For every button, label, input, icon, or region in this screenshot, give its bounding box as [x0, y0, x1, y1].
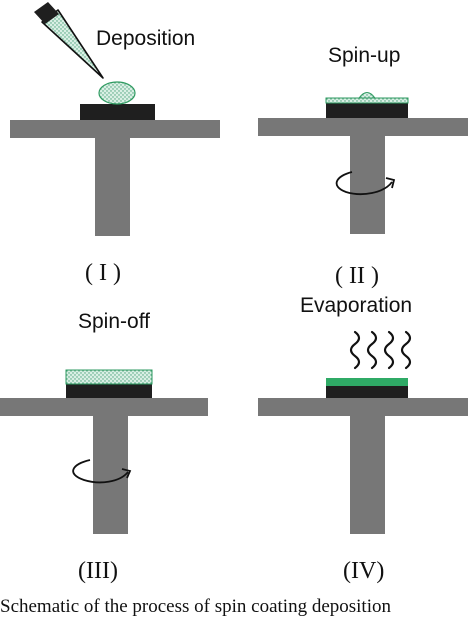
spin-shaft	[350, 414, 385, 534]
solution-bump	[358, 92, 376, 99]
panel-deposition: Deposition ( I )	[10, 2, 220, 286]
spin-stage	[10, 120, 220, 138]
step-numeral-3: (III)	[78, 558, 118, 584]
panel-spin-off: Spin-off (III)	[0, 310, 208, 584]
figure-caption: Schematic of the process of spin coating…	[0, 596, 391, 617]
dried-film	[326, 378, 408, 386]
panel-evaporation: Evaporation (IV)	[258, 294, 468, 584]
step-label-spin-off: Spin-off	[78, 310, 150, 333]
substrate	[326, 386, 408, 398]
substrate	[80, 104, 155, 120]
step-numeral-4: (IV)	[343, 558, 384, 584]
solution-layer	[65, 369, 153, 385]
pipette-icon	[34, 2, 104, 79]
rotation-arrow-icon	[335, 171, 396, 195]
step-label-spin-up: Spin-up	[328, 44, 400, 67]
spin-stage	[0, 398, 208, 416]
step-label-evaporation: Evaporation	[300, 294, 412, 317]
substrate	[326, 103, 408, 118]
vapor-wave-icon	[349, 330, 412, 370]
step-numeral-1: ( I )	[85, 260, 121, 286]
solution-layer	[325, 97, 409, 104]
substrate	[66, 384, 152, 398]
spin-shaft	[95, 136, 130, 236]
solution-droplet	[98, 81, 136, 105]
spin-shaft	[350, 134, 385, 234]
step-numeral-2: ( II )	[335, 263, 379, 289]
spin-stage	[258, 118, 468, 136]
panel-spin-up: Spin-up ( II )	[258, 44, 468, 289]
rotation-arrow-icon	[72, 459, 132, 484]
spin-shaft	[93, 414, 128, 534]
spin-stage	[258, 398, 468, 416]
step-label-deposition: Deposition	[96, 27, 195, 50]
